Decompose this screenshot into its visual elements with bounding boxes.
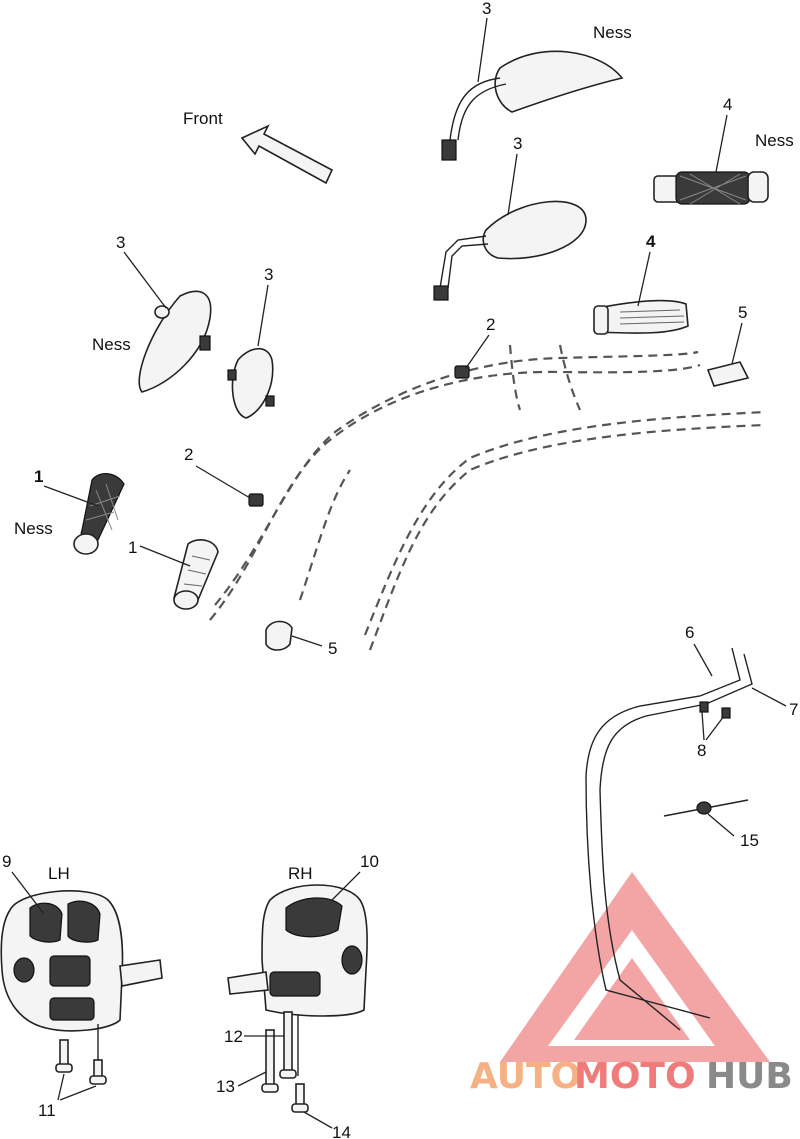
rh-label: RH xyxy=(288,864,313,883)
oval-mirror xyxy=(433,200,587,301)
watermark-part-auto: AUTO xyxy=(470,1056,581,1097)
rh-switch-housing xyxy=(227,884,368,1017)
callout-11: 11 xyxy=(38,1101,56,1120)
throttle-cables xyxy=(585,647,753,1031)
right-grip xyxy=(593,299,689,335)
callout-9: 9 xyxy=(2,852,11,871)
bar-end-cap-left xyxy=(265,620,293,651)
screws-lh xyxy=(55,1024,107,1085)
callout-5: 5 xyxy=(328,639,337,658)
callout-2: 2 xyxy=(486,315,495,334)
callout-12: 12 xyxy=(224,1027,243,1046)
cable-clamp xyxy=(663,799,749,817)
callout-8: 8 xyxy=(697,741,706,760)
ness-label: Ness xyxy=(92,335,131,354)
callout-6: 6 xyxy=(685,623,694,642)
nut xyxy=(454,365,470,379)
nut xyxy=(248,493,264,507)
screws-rh xyxy=(261,1011,309,1113)
callout-15: 15 xyxy=(740,831,759,850)
ness-grip-right xyxy=(653,171,769,205)
front-label: Front xyxy=(183,109,223,128)
callout-7: 7 xyxy=(789,700,798,719)
ness-mirror-top xyxy=(441,50,624,161)
callout-4: 4 xyxy=(723,95,732,114)
left-grip xyxy=(173,539,219,610)
lh-label: LH xyxy=(48,864,70,883)
watermark-part-hub: HUB xyxy=(706,1056,793,1097)
watermark-text: AUTO MOTO HUB xyxy=(470,1056,793,1097)
callout-3: 3 xyxy=(264,265,273,284)
watermark-part-moto: MOTO xyxy=(574,1056,696,1097)
callout-3: 3 xyxy=(513,134,522,153)
callout-2: 2 xyxy=(184,445,193,464)
callout-1: 1 xyxy=(34,467,43,486)
bar-end-cap-right xyxy=(706,361,750,387)
handlebar-phantom xyxy=(209,344,766,651)
callout-1: 1 xyxy=(128,538,137,557)
watermark-logo xyxy=(500,872,770,1062)
ness-label: Ness xyxy=(14,519,53,538)
callout-10: 10 xyxy=(360,852,379,871)
ness-mirror-left xyxy=(138,290,212,393)
callout-14: 14 xyxy=(332,1123,351,1139)
callout-3: 3 xyxy=(116,233,125,252)
callout-5: 5 xyxy=(738,303,747,322)
callout-4: 4 xyxy=(646,232,656,251)
small-mirror xyxy=(227,347,275,419)
ness-label: Ness xyxy=(755,131,794,150)
callout-3: 3 xyxy=(482,0,491,18)
front-arrow xyxy=(240,124,334,185)
ness-grip-left xyxy=(73,473,125,555)
lh-switch-housing xyxy=(0,890,163,1032)
callout-13: 13 xyxy=(216,1077,235,1096)
ness-label: Ness xyxy=(593,23,632,42)
